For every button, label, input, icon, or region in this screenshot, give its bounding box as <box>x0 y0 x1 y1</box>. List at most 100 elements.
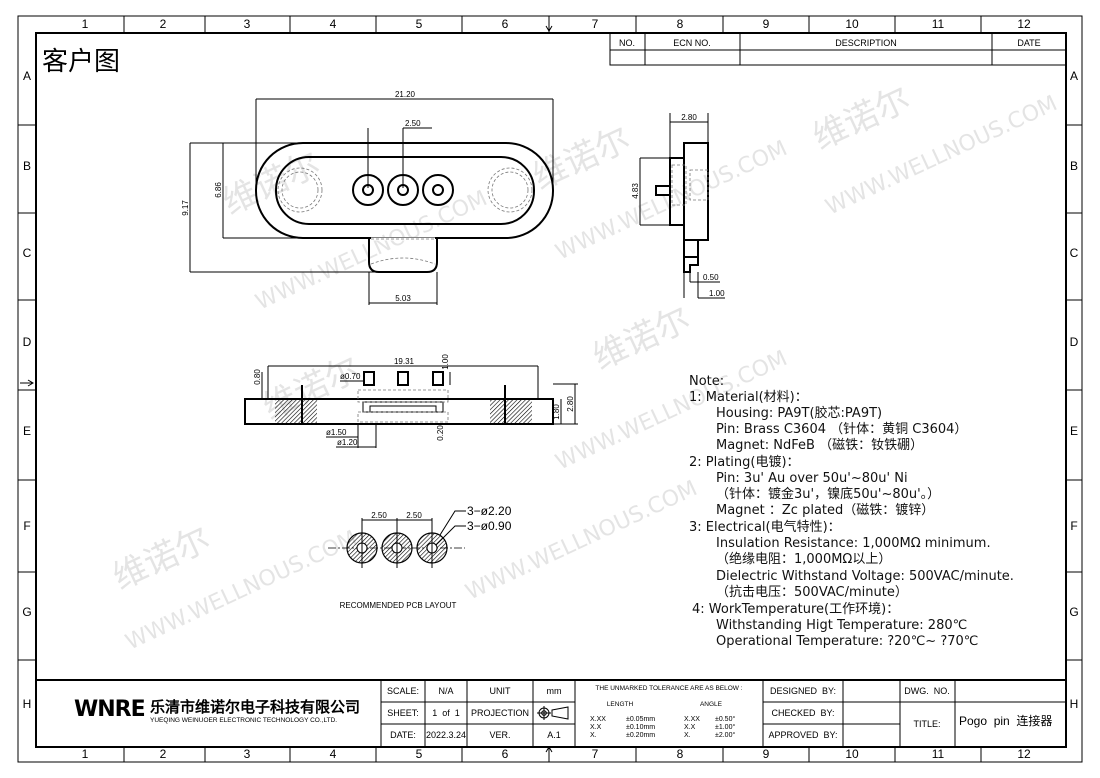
lines-text: Operational Temperature: ?20℃~ ?70℃ <box>716 634 978 649</box>
step1-text: 0.50 <box>703 273 719 282</box>
width-text: 21.20 <box>395 90 416 99</box>
lines-text: （绝缘电阻：1,000MΩ以上） <box>716 551 891 567</box>
tolerance-length-value: ±0.05mm <box>626 716 655 723</box>
column-number: 7 <box>592 747 599 761</box>
projection-symbol-icon <box>537 706 569 720</box>
scale-text: N/A <box>438 686 453 696</box>
d2-text: ø1.20 <box>337 438 358 447</box>
row-letter: G <box>1069 605 1078 619</box>
pcb-layout: 2.50 2.50 3−ø2.20 3−ø0.90 RECOMMENDED PC… <box>328 504 512 610</box>
row-letter: E <box>23 424 31 438</box>
projection-label-text: PROJECTION <box>471 708 529 718</box>
row-letter: H <box>1070 697 1079 711</box>
lines-text: （抗击电压：500VAC/minute） <box>716 585 908 600</box>
length-label-text: LENGTH <box>607 701 634 708</box>
column-number: 4 <box>330 17 337 31</box>
row-letter: B <box>23 159 31 173</box>
tolerance-length-key: X.X <box>590 724 602 731</box>
lines-text: Withstanding Higt Temperature: 280℃ <box>716 618 967 633</box>
sheet-label-text: SHEET: <box>387 708 419 718</box>
step2-text: 1.00 <box>709 289 725 298</box>
checked-by-text: CHECKED BY: <box>771 708 834 718</box>
title-text: Note: <box>689 374 724 389</box>
cn-text: 维诺尔 <box>807 79 916 158</box>
drawing-title: Pogo pin 连接器 <box>959 713 1052 728</box>
headers-text: DATE <box>1017 38 1040 48</box>
tolerance-angle-value: ±0.50° <box>715 715 735 723</box>
unit-label-text: UNIT <box>490 686 511 696</box>
title-block: WNRE 乐清市维诺尔电子科技有限公司 YUEQING WEINUOER ELE… <box>36 679 1066 746</box>
row-letter: A <box>1070 69 1078 83</box>
tolerance-angle-value: ±2.00° <box>715 731 735 739</box>
tolerance-angle-value: ±1.00° <box>715 723 735 731</box>
row-letter: G <box>22 605 31 619</box>
column-number: 6 <box>502 17 509 31</box>
headers-text: DESCRIPTION <box>835 38 897 48</box>
title-label-text: TITLE: <box>913 719 940 729</box>
tab-width-text: 5.03 <box>395 294 411 303</box>
date-text: 2022.3.24 <box>426 730 466 740</box>
headers-text: ECN NO. <box>673 38 711 48</box>
row-letter: B <box>1070 159 1078 173</box>
column-number: 12 <box>1017 747 1031 761</box>
ver-text: A.1 <box>547 730 561 740</box>
lines-text: Dielectric Withstand Voltage: 500VAC/min… <box>716 569 1014 584</box>
column-number: 12 <box>1017 17 1031 31</box>
date-label-text: DATE: <box>390 730 416 740</box>
tolerance-angle-key: X.X <box>684 724 696 731</box>
height-total-text: 9.17 <box>181 200 190 216</box>
company-logo: WNRE <box>74 697 145 722</box>
designed-by-text: DESIGNED BY: <box>770 686 836 696</box>
inner-text: 3−ø0.90 <box>467 519 512 533</box>
span-text: 19.31 <box>394 357 415 366</box>
pitch2-text: 2.50 <box>406 511 422 520</box>
column-number: 2 <box>160 17 167 31</box>
outer-frame <box>17 15 1083 763</box>
unit-text: mm <box>547 686 562 696</box>
column-number: 5 <box>416 17 423 31</box>
drawing-header-title: 客户图 <box>42 46 120 76</box>
lines-text: Magnet: NdFeB （磁铁：钕铁硼） <box>716 437 923 453</box>
ver-label-text: VER. <box>489 730 510 740</box>
angle-label-text: ANGLE <box>700 701 723 708</box>
body-h-text: 1.80 <box>552 404 561 420</box>
depth-text: 2.80 <box>681 113 697 122</box>
row-letter: E <box>1070 424 1078 438</box>
cn-text: 维诺尔 <box>107 519 216 598</box>
pitch-text: 2.50 <box>405 119 421 128</box>
revision-table: NO. ECN NO. DESCRIPTION DATE <box>609 32 1067 66</box>
column-number: 8 <box>677 17 684 31</box>
cn-text: 维诺尔 <box>587 299 696 378</box>
center-mark-icon <box>545 20 553 32</box>
pitch1-text: 2.50 <box>371 511 387 520</box>
center-mark-icon <box>545 746 553 758</box>
row-letter: F <box>1070 519 1077 533</box>
caption-text: RECOMMENDED PCB LAYOUT <box>340 601 457 610</box>
lines-text: Pin: Brass C3604 （针体：黄铜 C3604） <box>716 422 967 437</box>
tolerance-length-key: X. <box>590 732 597 739</box>
dwg-no-label-text: DWG. NO. <box>904 686 950 696</box>
headers-text: NO. <box>619 38 635 48</box>
column-number: 2 <box>160 747 167 761</box>
company-name-cn: 乐清市维诺尔电子科技有限公司 <box>150 698 360 716</box>
center-mark-icon <box>20 379 34 387</box>
section-view: 19.31 1.00 0.80 ø0.70 1.80 2.80 ø1.50 ø1… <box>244 354 578 448</box>
notes: Note: 1: Material(材料)： Housing: PA9T(胶芯:… <box>689 374 1014 649</box>
column-number: 3 <box>244 17 251 31</box>
row-letter: D <box>23 335 32 349</box>
lines-text: 2: Plating(电镀)： <box>689 454 800 470</box>
pin-dia-text: ø0.70 <box>340 372 361 381</box>
tolerance-title-text: THE UNMARKED TOLERANCE ARE AS BELOW : <box>595 685 742 692</box>
approved-by-text: APPROVED BY: <box>768 730 837 740</box>
lines-text: Magnet ：Zc plated（磁铁：镀锌） <box>716 502 934 518</box>
column-number: 1 <box>82 747 89 761</box>
lines-text: 3: Electrical(电气特性)： <box>689 519 841 535</box>
lines-text: Insulation Resistance: 1,000MΩ minimum. <box>716 536 991 551</box>
company-name-en: YUEQING WEINUOER ELECTRONIC TECHNOLOGY C… <box>150 717 337 724</box>
column-number: 10 <box>845 747 859 761</box>
total-h-text: 2.80 <box>566 396 575 412</box>
lines-text: 4: WorkTemperature(工作环境)： <box>692 602 899 617</box>
